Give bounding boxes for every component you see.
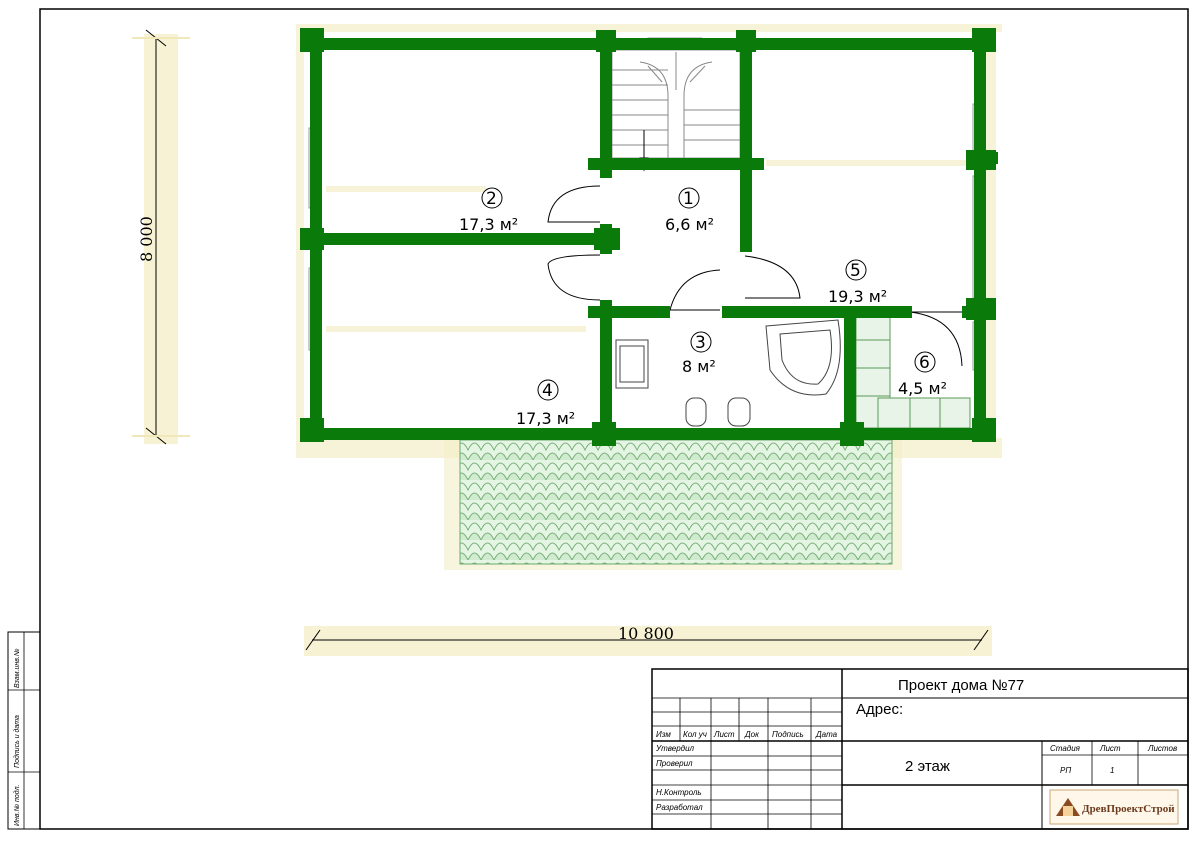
role-developed: Разработал (656, 803, 703, 812)
sauna-bench (855, 315, 971, 429)
room-2-area: 17,3 м² (459, 215, 518, 234)
col-count: Кол уч (683, 730, 707, 739)
title-block (651, 668, 1189, 830)
height-dimension: 8 000 (132, 29, 190, 445)
sheet-frame (39, 8, 1189, 830)
width-dimension-label: 10 800 (618, 624, 674, 643)
sheets-header: Листов (1147, 744, 1177, 753)
side-stamp-original-inv: Инв.№ подл. (13, 784, 21, 826)
room-1-label: 1 6,6 м² (665, 187, 714, 234)
stage-value: РП (1060, 766, 1071, 775)
width-dimension: 10 800 (304, 624, 992, 656)
door-swings (547, 185, 963, 367)
walls (300, 28, 998, 446)
room-1-area: 6,6 м² (665, 215, 714, 234)
stage-header: Стадия (1050, 744, 1081, 753)
room-5-area: 19,3 м² (828, 287, 887, 306)
room-2-label: 2 17,3 м² (459, 187, 518, 234)
col-signature: Подпись (772, 730, 804, 739)
room-5-label: 5 19,3 м² (828, 259, 887, 306)
sheet-value: 1 (1110, 766, 1114, 775)
room-4-number: 4 (542, 381, 553, 401)
height-dimension-label: 8 000 (137, 216, 156, 262)
sheet-name: 2 этаж (905, 758, 950, 775)
role-norm-control: Н.Контроль (656, 788, 702, 797)
company-logo: ДревПроектСтрой (1049, 789, 1179, 825)
role-approved: Утвердил (655, 744, 695, 753)
room-3-area: 8 м² (682, 357, 716, 376)
room-6-area: 4,5 м² (898, 379, 947, 398)
company-name: ДревПроектСтрой (1082, 803, 1175, 815)
room-5-number: 5 (850, 261, 861, 281)
title-block-text: Изм Кол уч Лист Док Подпись Дата Утверди… (655, 677, 1177, 812)
room-labels: 1 6,6 м² 2 17,3 м² 3 8 м² 4 17,3 м² 5 19… (459, 187, 947, 428)
room-4-label: 4 17,3 м² (516, 379, 575, 428)
room-3-number: 3 (695, 333, 706, 353)
room-6-number: 6 (919, 353, 930, 373)
roof-tiles (459, 439, 893, 565)
col-change: Изм (656, 730, 671, 739)
side-stamp-signature-date: Подпись и дата (13, 715, 21, 768)
room-1-number: 1 (683, 189, 694, 209)
role-checked: Проверил (656, 759, 693, 768)
col-sheet: Лист (713, 730, 735, 739)
col-doc: Док (744, 730, 760, 739)
staircase (611, 49, 741, 172)
address-label: Адрес: (856, 701, 903, 718)
room-4-area: 17,3 м² (516, 409, 575, 428)
room-6-label: 6 4,5 м² (898, 351, 947, 398)
room-3-label: 3 8 м² (682, 331, 716, 376)
sheet-header: Лист (1099, 744, 1121, 753)
room-2-number: 2 (486, 189, 497, 209)
side-stamp: Взам.инв.№ Подпись и дата Инв.№ подл. (7, 631, 41, 830)
bathroom-fixtures (615, 319, 841, 427)
project-title: Проект дома №77 (898, 677, 1024, 694)
side-stamp-replace-inv: Взам.инв.№ (14, 648, 21, 688)
col-date: Дата (815, 730, 838, 739)
